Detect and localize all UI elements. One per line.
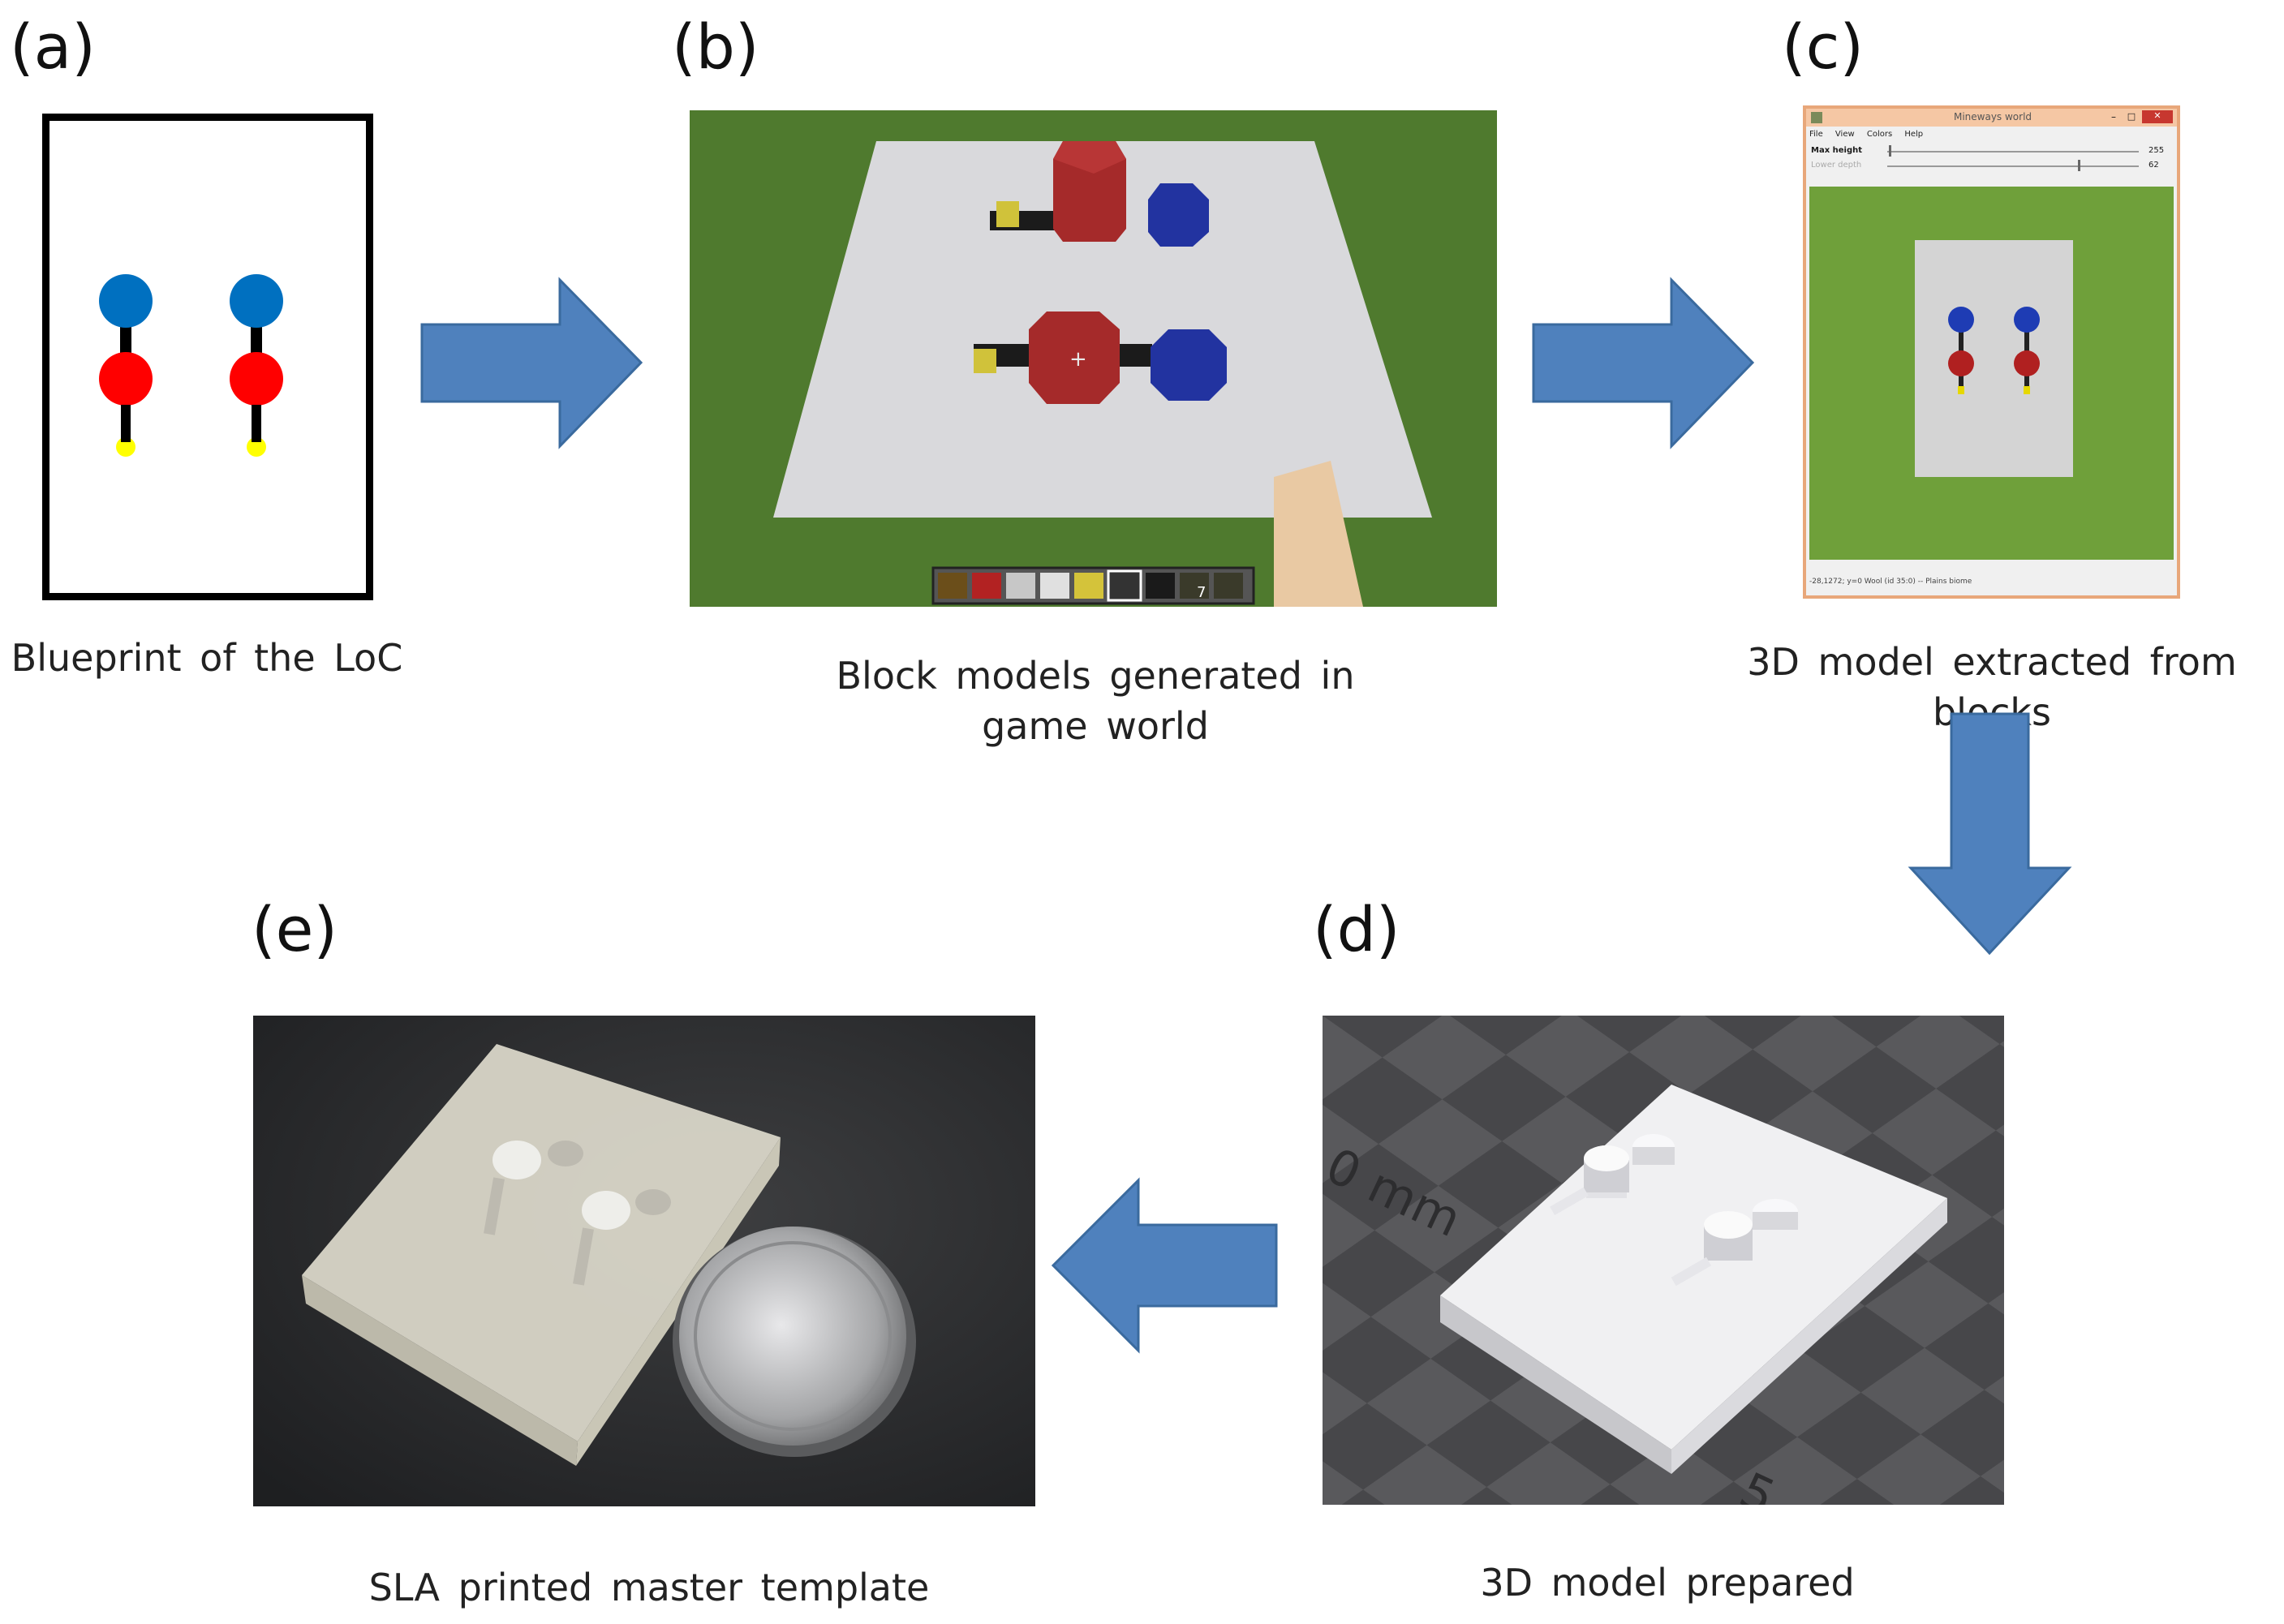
panel-label-b: (b) [672,11,759,83]
dime-coin [673,1227,916,1457]
panel-label-e: (e) [252,893,338,965]
sla-print-photo [253,1016,1035,1506]
arrow-right-icon [420,277,643,449]
hotbar-slot[interactable] [1040,573,1069,599]
menu-colors[interactable]: Colors [1866,130,1893,139]
block-model-bottom: + [974,311,1227,404]
blueprint-outlet-right [230,274,283,328]
minimize-button[interactable]: – [2111,111,2116,122]
max-height-value: 255 [2149,146,2165,155]
menu-file[interactable]: File [1809,130,1823,139]
3d-viewport: 0 mm 5 [1323,1016,2004,1505]
game-world-screenshot: + 7 [690,110,1497,607]
hotbar[interactable]: 7 [931,566,1255,605]
max-height-slider[interactable] [1887,151,2139,153]
blueprint-panel [42,114,373,600]
arrow-down-icon [1908,712,2072,956]
map-platform [1915,240,2073,477]
resin-chip [302,1044,781,1466]
hotbar-slot[interactable] [972,573,1001,599]
map-view[interactable] [1809,187,2174,560]
arrow-right-icon [1532,277,1755,449]
close-button[interactable]: ✕ [2142,110,2173,123]
hotbar-slot[interactable] [1180,573,1209,599]
lower-depth-slider[interactable] [1887,165,2139,167]
blueprint-channel-right [230,274,283,457]
panel-label-d: (d) [1313,893,1400,965]
window-titlebar: Mineways world – □ ✕ [1806,109,2177,127]
caption-b-line2: game world [982,704,1209,748]
arrow-left-icon [1051,1177,1278,1354]
lower-depth-label: Lower depth [1811,161,1862,170]
blueprint-chamber-right [230,352,283,406]
mineways-window: Mineways world – □ ✕ File View Colors He… [1803,105,2180,599]
maximize-button[interactable]: □ [2127,111,2136,122]
panel-label-a: (a) [10,11,96,83]
blueprint-outlet-left [99,274,153,328]
window-title: Mineways world [1953,111,2032,122]
lower-depth-thumb[interactable] [2078,160,2080,171]
max-height-label: Max height [1811,146,1863,155]
panel-label-c: (c) [1782,11,1865,83]
hotbar-slot[interactable] [1214,573,1243,599]
status-bar: -28,1272; y=0 Wool (id 35:0) -- Plains b… [1809,578,1972,586]
menu-bar: File View Colors Help [1809,130,2166,143]
lower-depth-value: 62 [2149,161,2159,170]
caption-b-line1: Block models generated in [836,654,1355,698]
svg-text:+: + [1069,347,1087,372]
hotbar-slot[interactable] [1146,573,1175,599]
caption-a: Blueprint of the LoC [11,636,403,680]
max-height-thumb[interactable] [1889,145,1891,157]
caption-d: 3D model prepared [1480,1561,1855,1605]
block-model-top [990,141,1209,247]
player-hand [1274,461,1363,607]
blueprint-chamber-left [99,352,153,406]
menu-view[interactable]: View [1835,130,1855,139]
hotbar-count: 7 [1197,584,1206,601]
hotbar-slot-selected[interactable] [1107,569,1142,602]
menu-help[interactable]: Help [1904,130,1924,139]
blueprint-channel-left [99,274,153,457]
app-icon [1811,112,1822,123]
3d-channel-features [1550,1134,1798,1287]
blueprint-drawing [99,274,283,457]
hotbar-slot[interactable] [1074,573,1103,599]
hotbar-slot[interactable] [938,573,967,599]
hotbar-slot[interactable] [1006,573,1035,599]
caption-e: SLA printed master template [368,1566,930,1609]
